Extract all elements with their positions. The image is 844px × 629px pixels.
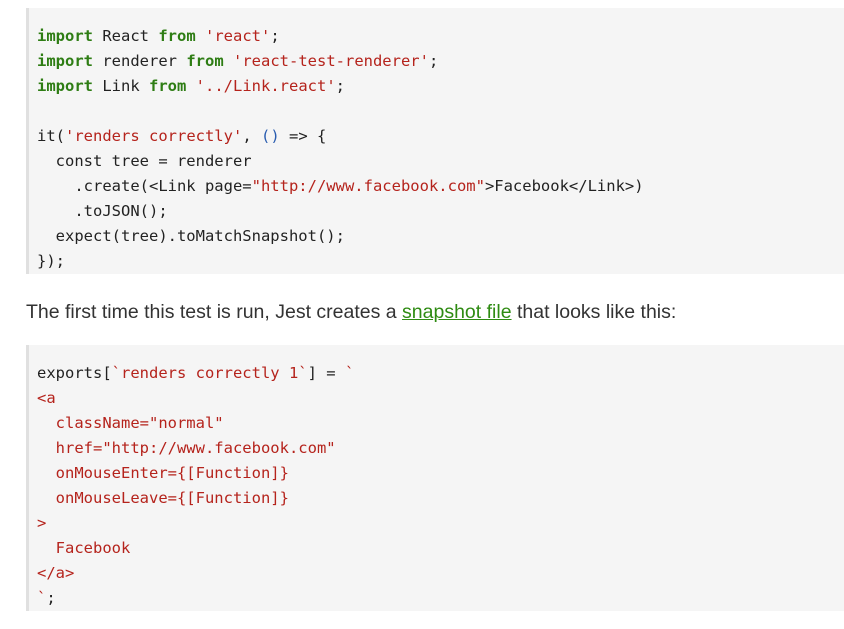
code-line: }); <box>37 249 844 274</box>
code-block-snapshot: exports[`renders correctly 1`] = ` <a cla… <box>26 345 844 611</box>
code-token: from <box>149 77 187 95</box>
code-line: <a <box>37 386 844 411</box>
snapshot-file-link[interactable]: snapshot file <box>402 301 512 323</box>
code-token: 'react-test-renderer' <box>233 52 429 70</box>
code-line: .create(<Link page="http://www.facebook.… <box>37 174 844 199</box>
code-token: className="normal" <box>37 414 224 432</box>
code-token: ; <box>46 589 56 607</box>
code-token: React <box>93 27 159 45</box>
code-line: href="http://www.facebook.com" <box>37 436 844 461</box>
code-line: import React from 'react'; <box>37 24 844 49</box>
code-line: > <box>37 511 844 536</box>
code-line: onMouseLeave={[Function]} <box>37 486 844 511</box>
code-token: ` <box>344 364 355 382</box>
code-token: const tree = renderer <box>37 152 252 170</box>
code-line: exports[`renders correctly 1`] = ` <box>37 361 844 386</box>
code-token: 'react' <box>205 27 271 45</box>
code-token: </a> <box>37 564 75 582</box>
code-token: ; <box>335 77 345 95</box>
code-token: it( <box>37 127 65 145</box>
code-token: .toJSON(); <box>37 202 168 220</box>
code-token: >Facebook</Link>) <box>484 177 644 195</box>
code-token: onMouseEnter={[Function]} <box>37 464 289 482</box>
code-token: import <box>37 52 93 70</box>
code-token: import <box>37 77 93 95</box>
code-line <box>37 99 844 124</box>
code-line: `; <box>37 586 844 611</box>
code-token: > <box>37 514 47 532</box>
code-line: it('renders correctly', () => { <box>37 124 844 149</box>
code-token: onMouseLeave={[Function]} <box>37 489 289 507</box>
code-token: ` <box>37 589 47 607</box>
code-line: const tree = renderer <box>37 149 844 174</box>
code-token: <a <box>37 389 56 407</box>
paragraph-text-after: that looks like this: <box>511 301 677 323</box>
code-token: import <box>37 27 93 45</box>
code-token: Link <box>93 77 149 95</box>
code-token <box>196 27 205 45</box>
code-token: href="http://www.facebook.com" <box>37 439 336 457</box>
code-token: Facebook <box>37 539 131 557</box>
code-token: from <box>158 27 196 45</box>
code-token: ] = <box>307 364 345 382</box>
code-line: Facebook <box>37 536 844 561</box>
code-line: </a> <box>37 561 844 586</box>
code-token <box>186 77 195 95</box>
code-token: () <box>260 127 280 145</box>
code-token: 'renders correctly' <box>65 127 243 145</box>
code-token: ; <box>428 52 439 70</box>
code-token <box>224 52 233 70</box>
code-token: expect(tree).toMatchSnapshot(); <box>37 227 345 245</box>
code-token: from <box>186 52 224 70</box>
code-token: renderer <box>93 52 187 70</box>
code-token: .create(<Link page= <box>37 177 252 195</box>
code-line: import renderer from 'react-test-rendere… <box>37 49 844 74</box>
paragraph: The first time this test is run, Jest cr… <box>26 298 676 326</box>
code-token: `renders correctly 1` <box>111 364 308 382</box>
code-token: '../Link.react' <box>195 77 336 95</box>
code-token: ; <box>270 27 280 45</box>
code-token: "http://www.facebook.com" <box>251 177 485 195</box>
code-line: import Link from '../Link.react'; <box>37 74 844 99</box>
code-line: className="normal" <box>37 411 844 436</box>
code-line: expect(tree).toMatchSnapshot(); <box>37 224 844 249</box>
code-line: onMouseEnter={[Function]} <box>37 461 844 486</box>
code-token: => { <box>279 127 327 145</box>
code-line: .toJSON(); <box>37 199 844 224</box>
code-block-test: import React from 'react';import rendere… <box>26 8 844 274</box>
code-token: }); <box>37 252 65 270</box>
code-token: exports[ <box>37 364 112 382</box>
code-token: , <box>242 127 261 145</box>
paragraph-text-before: The first time this test is run, Jest cr… <box>26 301 403 323</box>
